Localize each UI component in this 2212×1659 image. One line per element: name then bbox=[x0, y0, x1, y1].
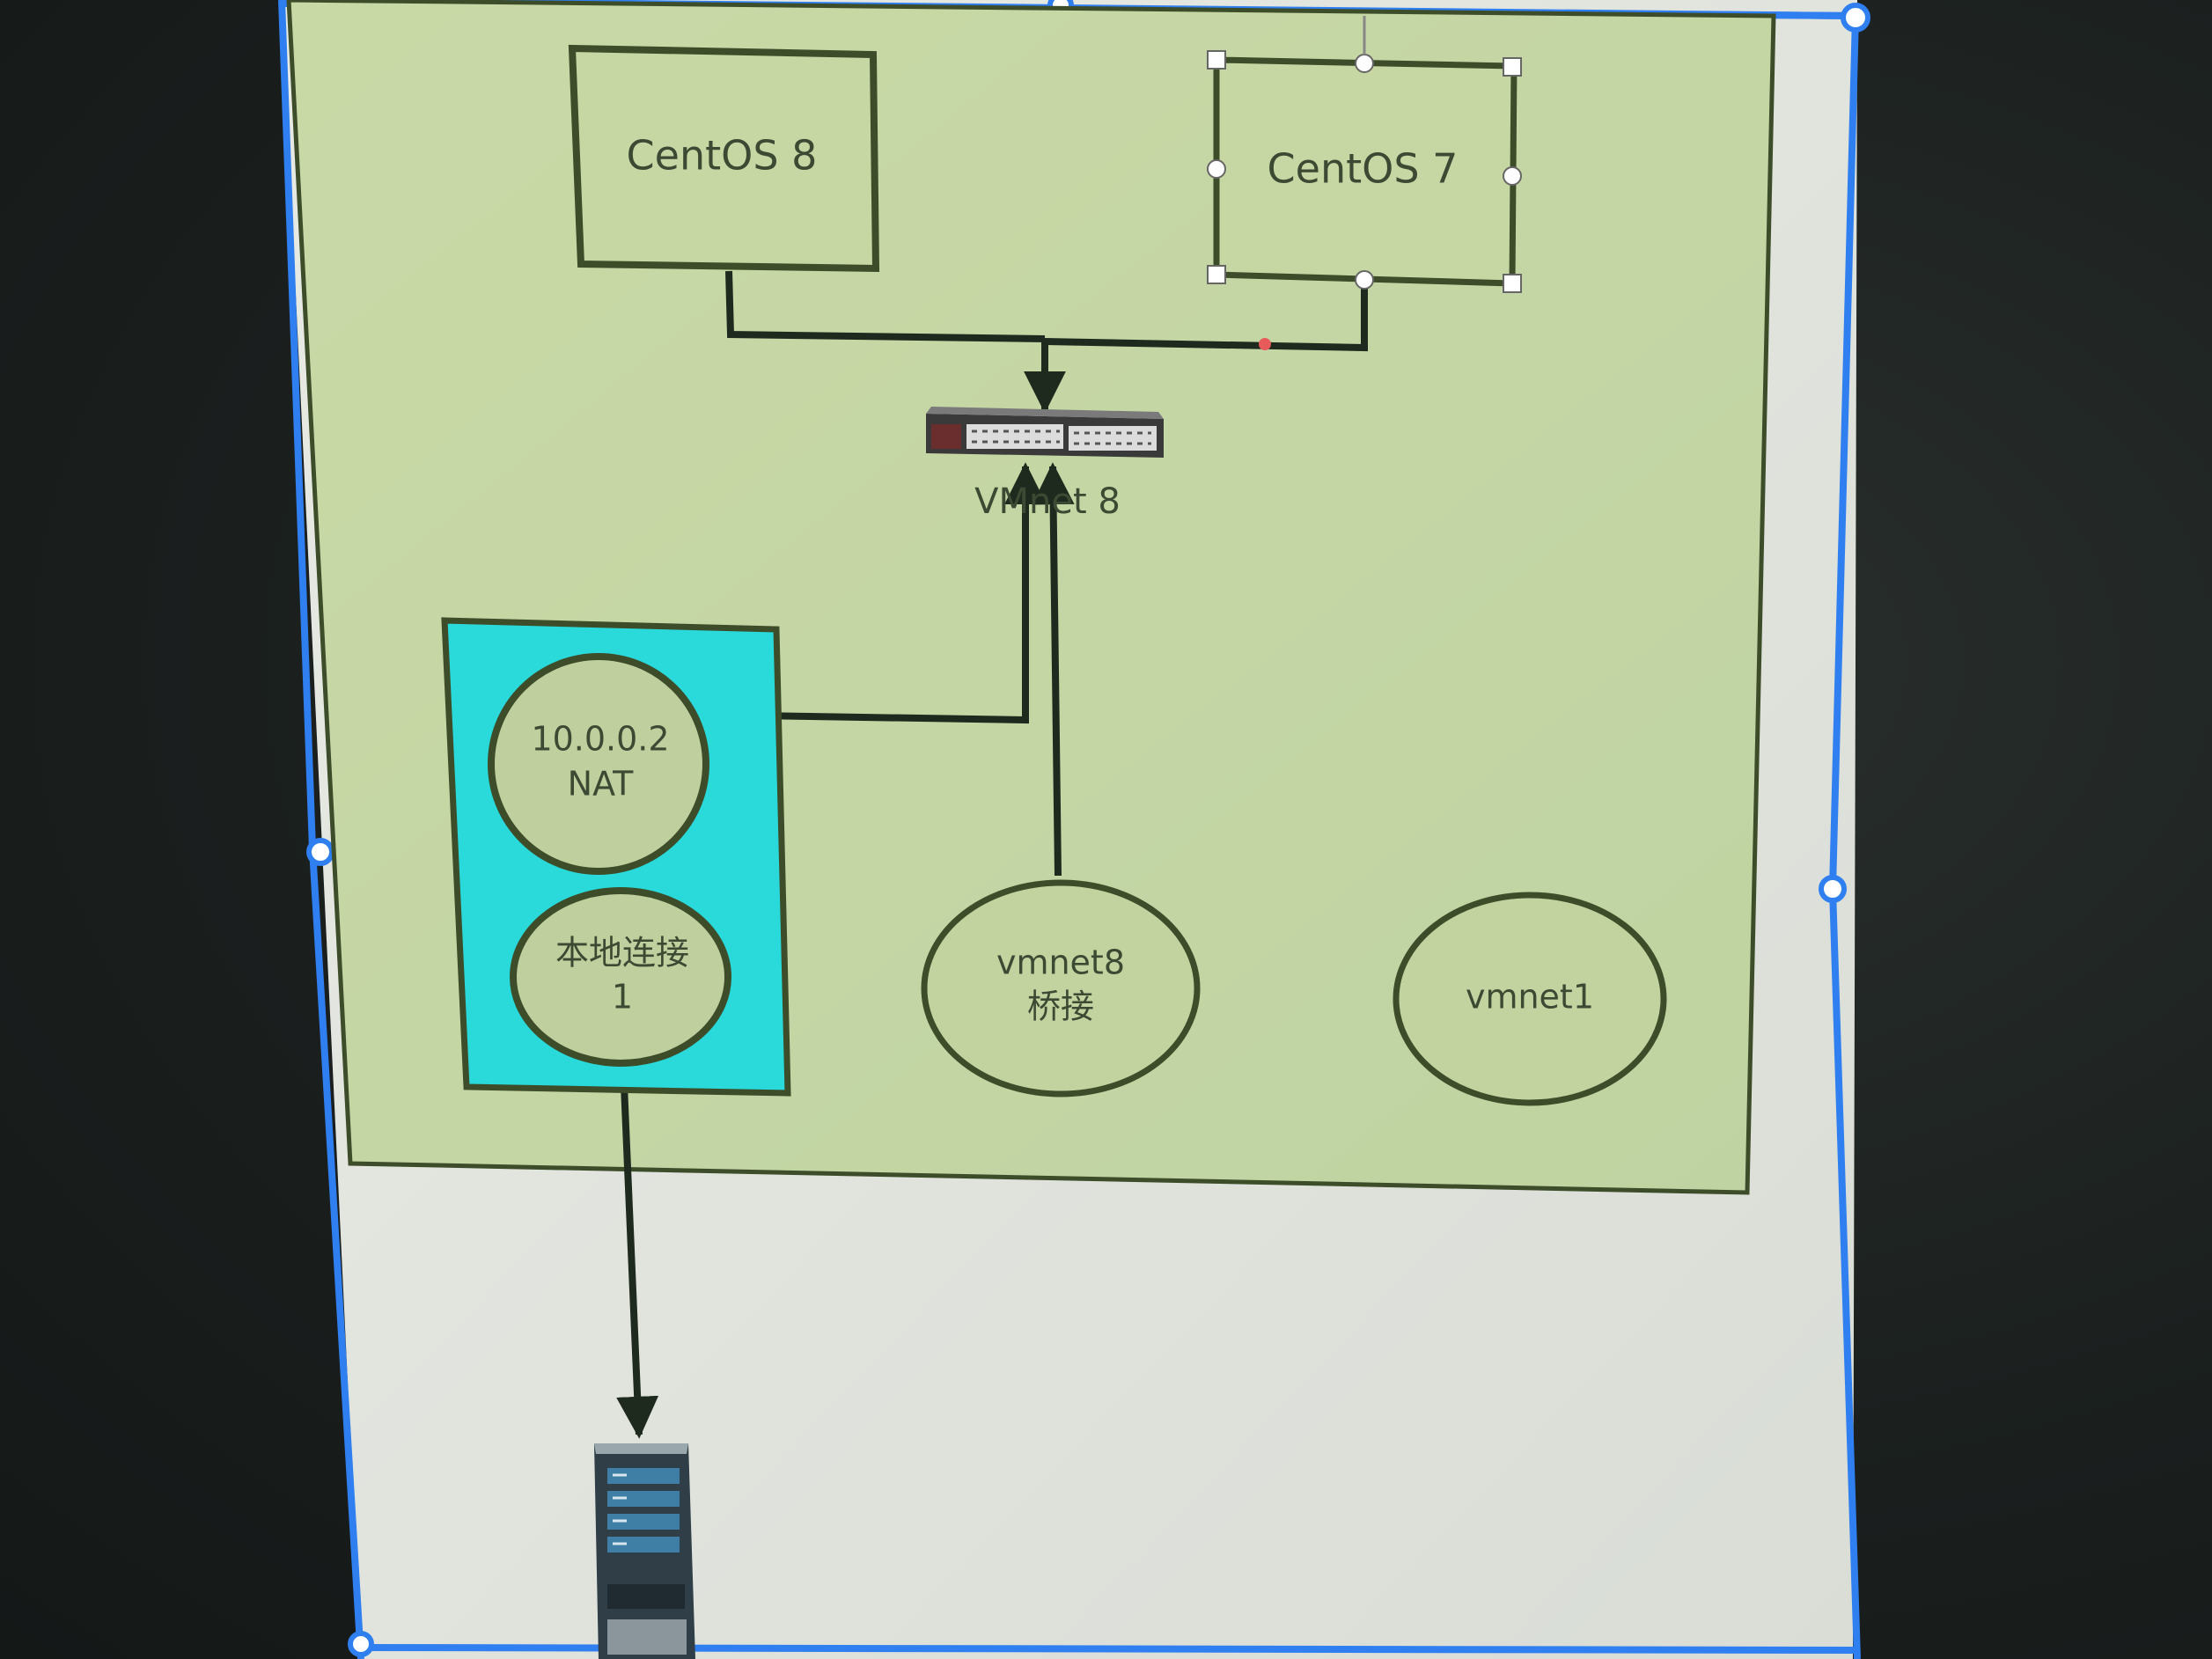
edges bbox=[616, 270, 1368, 1439]
node-local-connection-line1: 本地连接 bbox=[555, 934, 689, 973]
node-vmnet8-bridge-line2: 桥接 bbox=[1027, 987, 1094, 1026]
resize-handle-right[interactable] bbox=[1819, 875, 1847, 903]
node-nat-line2: NAT bbox=[568, 765, 634, 804]
node-vmnet8-switch[interactable]: VMnet 8 bbox=[926, 407, 1164, 522]
node-nat-line1: 10.0.0.2 bbox=[531, 720, 669, 759]
resize-handle-top-right[interactable] bbox=[1841, 3, 1870, 33]
edge-nat-switch[interactable] bbox=[703, 462, 1047, 724]
node-nat[interactable]: 10.0.0.2 NAT bbox=[488, 653, 709, 875]
node-vmnet1[interactable]: vmnet1 bbox=[1393, 892, 1667, 1106]
network-switch-icon bbox=[926, 407, 1164, 458]
resize-handle-bottom-left[interactable] bbox=[348, 1631, 374, 1657]
node-centos7-label: CentOS 7 bbox=[1268, 145, 1459, 193]
node-centos7[interactable]: CentOS 7 bbox=[1207, 16, 1522, 293]
edge-centos7-switch[interactable] bbox=[1044, 280, 1368, 352]
edge-midpoint-handle[interactable] bbox=[1259, 338, 1271, 350]
node-local-connection-line2: 1 bbox=[612, 978, 633, 1017]
node-centos8-label: CentOS 8 bbox=[627, 132, 818, 180]
node-vmnet1-label: vmnet1 bbox=[1466, 978, 1594, 1017]
node-vmnet8-bridge[interactable]: vmnet8 桥接 bbox=[921, 879, 1201, 1097]
server-icon[interactable] bbox=[594, 1443, 695, 1659]
node-centos8[interactable]: CentOS 8 bbox=[568, 44, 880, 273]
resize-handle-left[interactable] bbox=[306, 838, 334, 866]
edge-local-server[interactable] bbox=[616, 1064, 659, 1439]
edge-centos8-switch[interactable] bbox=[725, 270, 1046, 342]
node-centos7-selection-handles[interactable] bbox=[1207, 16, 1522, 293]
node-vmnet8-bridge-line1: vmnet8 bbox=[996, 943, 1125, 982]
edge-bridge-switch[interactable] bbox=[1032, 462, 1075, 877]
node-local-connection[interactable]: 本地连接 1 bbox=[510, 887, 731, 1067]
node-vmnet8-switch-label: VMnet 8 bbox=[974, 481, 1121, 522]
